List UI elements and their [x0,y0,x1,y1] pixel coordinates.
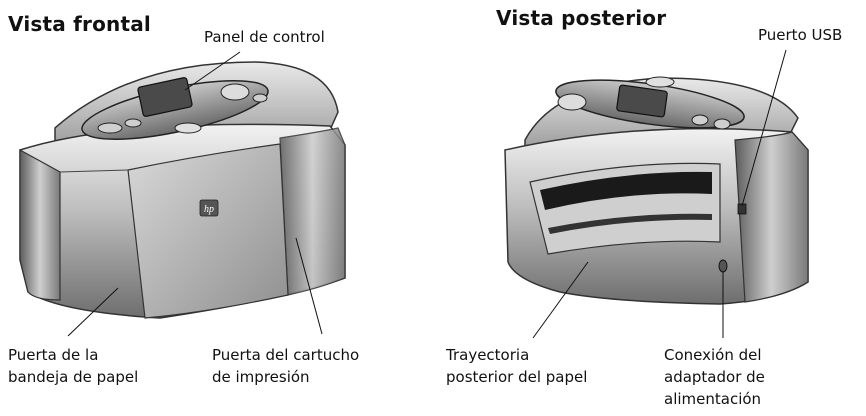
front-hp-logo-badge [199,199,219,217]
front-oval-button-1 [97,122,123,134]
callout-power-connection: Conexión del adaptador de alimentación [664,346,765,408]
leader-rear-paper-path [532,261,589,339]
front-lcd-screen [137,77,193,117]
callout-paper-tray-door: Puerta de la bandeja de papel [8,346,139,386]
back-printer-right-end [734,131,809,303]
front-oval-button-4 [252,93,268,103]
leader-control-panel [184,51,241,91]
rear-paper-slot-opening [540,171,712,210]
back-view-title: Vista posterior [496,6,667,30]
callout-cartridge-door: Puerta del cartucho de impresión [212,346,360,386]
back-oval-button-1 [691,114,709,126]
front-hp-logo-text: hp [204,204,214,215]
callout-rear-paper-path: Trayectoria posterior del papel [446,346,588,386]
leader-paper-tray-door [67,287,119,337]
front-view-title: Vista frontal [8,12,151,36]
leader-usb-port [741,49,787,207]
callout-usb-port: Puerto USB [758,26,843,44]
back-oval-button-2 [713,118,731,130]
rear-paper-path-slot [548,213,712,234]
back-top-button [645,76,675,88]
front-control-panel [81,77,269,140]
front-oval-button-3 [174,122,202,134]
front-nav-button [220,83,250,101]
front-oval-button-2 [124,118,142,128]
usb-port-jack [737,203,747,215]
front-printer-right-end [279,127,346,296]
back-control-panel [555,76,745,130]
front-printer: hp [19,61,346,319]
leader-cartridge-door [295,237,323,335]
front-door-seam [59,169,129,173]
callout-control-panel: Panel de control [204,28,325,46]
front-printer-left-end [19,148,61,301]
paper-tray-door [127,143,289,319]
power-connection-jack [718,259,728,273]
back-lcd-screen [616,84,668,118]
back-printer [504,76,809,305]
back-nav-button [557,93,587,111]
